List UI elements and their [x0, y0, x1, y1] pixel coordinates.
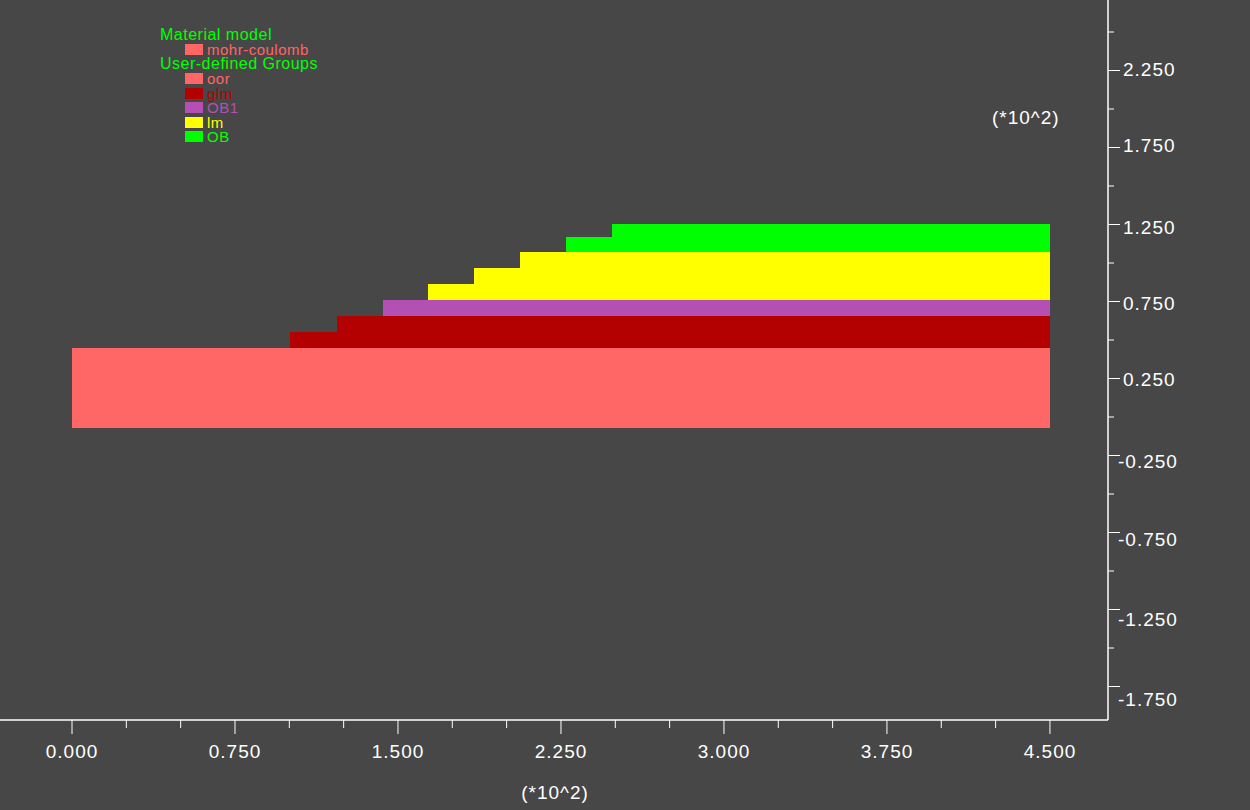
y-tick-label: 1.250: [1123, 218, 1176, 237]
x-tick: [832, 720, 833, 728]
y-tick-label: -1.750: [1118, 690, 1178, 709]
x-tick: [778, 720, 779, 728]
ob1-layer: [383, 300, 1050, 316]
axis-multiplier: (*10^2): [521, 783, 589, 802]
x-tick: [72, 720, 73, 734]
y-tick: [1108, 224, 1120, 225]
x-tick: [1049, 720, 1050, 734]
y-tick: [1108, 686, 1120, 687]
y-tick: [1108, 648, 1114, 649]
y-tick: [1108, 494, 1114, 495]
y-tick: [1108, 186, 1114, 187]
y-tick: [1108, 571, 1114, 572]
legend-swatch: [185, 102, 203, 113]
x-tick: [995, 720, 996, 728]
x-tick: [615, 720, 616, 728]
x-tick-label: 4.500: [1024, 742, 1077, 761]
y-tick-label: 1.750: [1123, 136, 1176, 155]
x-tick: [886, 720, 887, 734]
legend-swatch: [185, 88, 203, 99]
legend-text: lm: [207, 115, 224, 130]
y-tick: [1108, 340, 1114, 341]
x-tick: [506, 720, 507, 728]
x-tick-label: 1.500: [372, 742, 425, 761]
legend-swatch: [185, 131, 203, 142]
legend-text: OB: [207, 129, 230, 144]
legend-swatch: [185, 73, 203, 84]
legend-swatch: [185, 44, 203, 55]
ob-layer: [566, 224, 1050, 252]
x-tick: [452, 720, 453, 728]
y-tick-label: 0.750: [1123, 294, 1176, 313]
x-tick: [180, 720, 181, 728]
x-tick: [343, 720, 344, 728]
x-tick: [289, 720, 290, 728]
floor-layer: [72, 348, 1050, 428]
y-tick: [1108, 109, 1114, 110]
legend-text: oor: [207, 71, 230, 86]
legend-heading: Material model: [160, 27, 272, 43]
x-tick: [723, 720, 724, 734]
y-axis: [1107, 0, 1109, 720]
y-tick: [1108, 378, 1120, 379]
y-tick-label: -1.250: [1118, 610, 1178, 629]
x-tick-label: 0.000: [46, 742, 99, 761]
y-tick-label: 0.250: [1123, 370, 1176, 389]
x-tick-label: 3.000: [698, 742, 751, 761]
legend-text: mohr-coulomb: [207, 42, 309, 57]
y-tick: [1108, 263, 1114, 264]
axis-multiplier: (*10^2): [992, 108, 1060, 127]
x-tick: [126, 720, 127, 728]
x-tick: [397, 720, 398, 734]
y-tick: [1108, 301, 1120, 302]
legend-text: OB1: [207, 100, 239, 115]
y-tick-label: -0.750: [1118, 530, 1178, 549]
x-axis: [0, 719, 1108, 721]
x-tick-label: 3.750: [861, 742, 914, 761]
x-tick-label: 2.250: [535, 742, 588, 761]
axis-ticks: [72, 32, 1120, 734]
x-tick: [234, 720, 235, 734]
y-tick-label: 2.250: [1123, 60, 1176, 79]
legend-text: glm: [207, 86, 233, 101]
x-tick: [941, 720, 942, 728]
y-tick: [1108, 147, 1120, 148]
legend-heading: User-defined Groups: [160, 56, 318, 72]
y-tick: [1108, 70, 1120, 71]
x-tick: [560, 720, 561, 734]
lm-layer: [428, 252, 1050, 300]
y-tick: [1108, 32, 1114, 33]
x-tick: [669, 720, 670, 728]
y-tick-label: -0.250: [1118, 452, 1178, 471]
glm-layer: [290, 316, 1050, 348]
y-tick: [1108, 417, 1114, 418]
x-tick-label: 0.750: [209, 742, 262, 761]
legend-swatch: [185, 117, 203, 128]
